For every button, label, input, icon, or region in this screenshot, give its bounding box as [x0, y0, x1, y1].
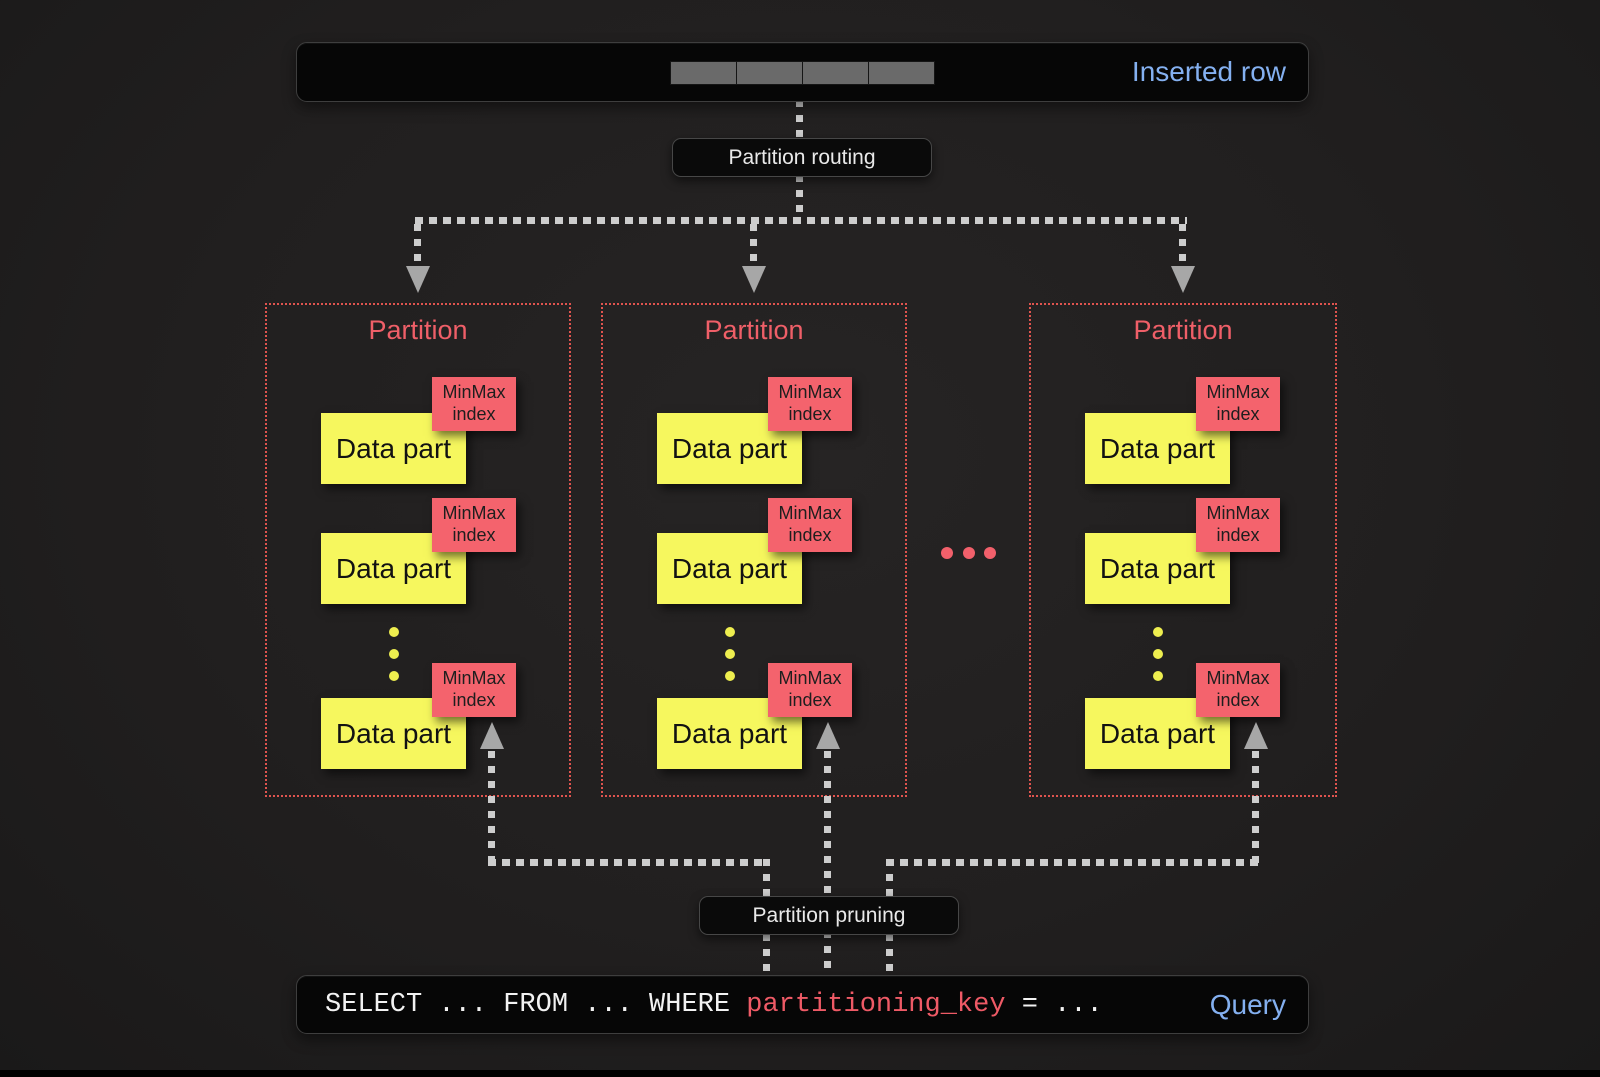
- row-segment: [736, 61, 803, 85]
- minmax-index-tag: MinMax index: [432, 377, 516, 431]
- minmax-line1: MinMax: [442, 382, 506, 402]
- more-parts-dot: [389, 627, 399, 637]
- data-part-label: Data part: [1099, 717, 1216, 749]
- inserted-row-panel: Inserted row: [296, 42, 1309, 102]
- partition-title: Partition: [704, 315, 804, 345]
- data-part-label: Data part: [671, 552, 788, 584]
- row-segment: [868, 61, 935, 85]
- partition-title: Partition: [368, 315, 468, 345]
- partition-pruning-label: Partition pruning: [699, 896, 959, 935]
- pruning-tail-line-1: [488, 751, 495, 863]
- partitions-ellipsis-dot: [984, 547, 996, 559]
- bottom-border-strip: [0, 1070, 1600, 1077]
- more-parts-dot: [389, 671, 399, 681]
- minmax-line2: index: [1216, 690, 1260, 710]
- minmax-index-tag: MinMax index: [432, 498, 516, 552]
- data-part-label: Data part: [335, 717, 452, 749]
- partition-routing-text: Partition routing: [728, 145, 876, 169]
- arrow-down-icon: [1171, 266, 1195, 293]
- row-segment: [802, 61, 869, 85]
- minmax-line2: index: [1216, 525, 1260, 545]
- more-parts-dot: [1153, 671, 1163, 681]
- sql-partitioning-key: partitioning_key: [746, 989, 1006, 1020]
- partition-routing-label: Partition routing: [672, 138, 932, 177]
- routing-branch-line-1: [414, 224, 421, 266]
- minmax-line2: index: [788, 525, 832, 545]
- row-segments-bar: [670, 61, 935, 85]
- arrow-up-icon: [816, 722, 840, 749]
- minmax-index-tag: MinMax index: [768, 377, 852, 431]
- data-part-label: Data part: [1099, 552, 1216, 584]
- partition-box-3: Partition MinMax index Data part MinMax …: [1029, 303, 1337, 797]
- minmax-line1: MinMax: [778, 668, 842, 688]
- partition-title: Partition: [1133, 315, 1233, 345]
- pruning-horizontal-line-left: [488, 859, 770, 866]
- minmax-index-tag: MinMax index: [768, 498, 852, 552]
- minmax-line2: index: [788, 404, 832, 424]
- minmax-line1: MinMax: [442, 668, 506, 688]
- minmax-index-tag: MinMax index: [1196, 663, 1280, 717]
- more-parts-dot: [1153, 649, 1163, 659]
- sql-prefix: SELECT ... FROM ... WHERE: [325, 989, 747, 1020]
- more-parts-dot: [725, 671, 735, 681]
- minmax-line2: index: [452, 690, 496, 710]
- arrow-up-icon: [1244, 722, 1268, 749]
- pruning-tail-line-3: [1252, 751, 1259, 863]
- minmax-line1: MinMax: [1206, 668, 1270, 688]
- more-parts-dot: [389, 649, 399, 659]
- query-label: Query: [1209, 988, 1286, 1020]
- minmax-line2: index: [788, 690, 832, 710]
- partitions-ellipsis-dot: [941, 547, 953, 559]
- minmax-line1: MinMax: [1206, 382, 1270, 402]
- more-parts-dot: [725, 627, 735, 637]
- row-segment: [670, 61, 737, 85]
- routing-horizontal-line: [415, 217, 1187, 224]
- query-panel: SELECT ... FROM ... WHERE partitioning_k…: [296, 975, 1309, 1034]
- pruning-horizontal-line-right: [886, 859, 1259, 866]
- minmax-line2: index: [1216, 404, 1260, 424]
- minmax-line1: MinMax: [778, 503, 842, 523]
- minmax-line2: index: [452, 525, 496, 545]
- routing-branch-line-2: [750, 224, 757, 266]
- more-parts-dot: [1153, 627, 1163, 637]
- partition-box-1: Partition MinMax index Data part MinMax …: [265, 303, 571, 797]
- inserted-row-label: Inserted row: [1131, 56, 1286, 87]
- data-part-label: Data part: [1099, 432, 1216, 464]
- data-part-label: Data part: [335, 552, 452, 584]
- arrow-down-icon: [406, 266, 430, 293]
- sql-suffix: = ...: [1005, 989, 1103, 1020]
- minmax-index-tag: MinMax index: [1196, 377, 1280, 431]
- minmax-index-tag: MinMax index: [1196, 498, 1280, 552]
- minmax-line1: MinMax: [778, 382, 842, 402]
- arrow-down-icon: [742, 266, 766, 293]
- minmax-index-tag: MinMax index: [432, 663, 516, 717]
- minmax-line1: MinMax: [442, 503, 506, 523]
- pruning-tail-line-2: [824, 751, 831, 975]
- data-part-label: Data part: [671, 432, 788, 464]
- minmax-index-tag: MinMax index: [768, 663, 852, 717]
- partitions-ellipsis-dot: [963, 547, 975, 559]
- partition-box-2: Partition MinMax index Data part MinMax …: [601, 303, 907, 797]
- more-parts-dot: [725, 649, 735, 659]
- data-part-label: Data part: [671, 717, 788, 749]
- arrow-up-icon: [480, 722, 504, 749]
- data-part-box: Data part: [321, 698, 466, 769]
- routing-branch-line-3: [1179, 224, 1186, 266]
- minmax-line1: MinMax: [1206, 503, 1270, 523]
- minmax-line2: index: [452, 404, 496, 424]
- partition-pruning-text: Partition pruning: [752, 903, 906, 927]
- data-part-label: Data part: [335, 432, 452, 464]
- sql-text: SELECT ... FROM ... WHERE partitioning_k…: [325, 990, 1103, 1020]
